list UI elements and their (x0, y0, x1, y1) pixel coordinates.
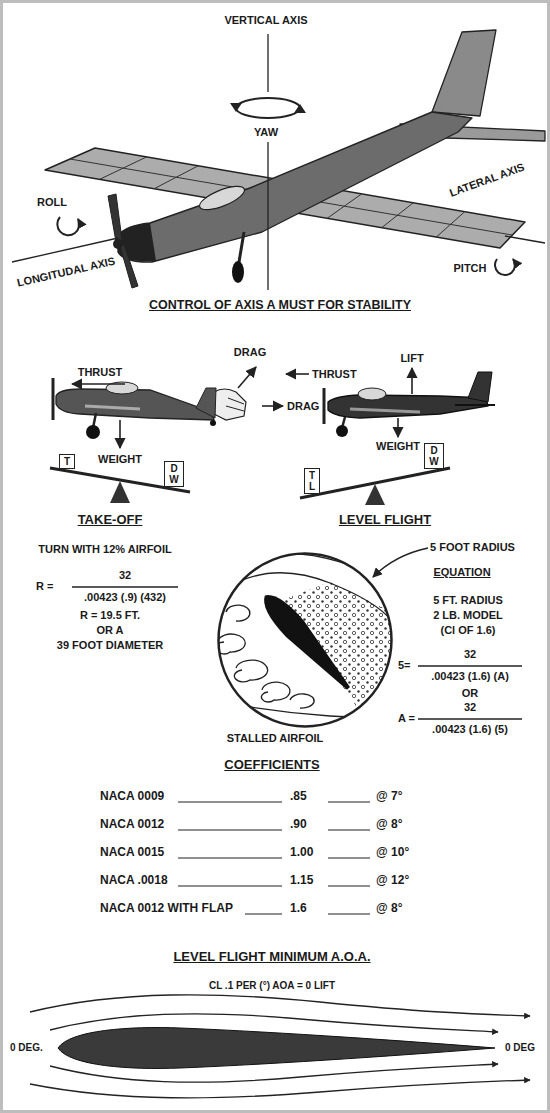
table-cell: NACA 0012 WITH FLAP (100, 902, 233, 916)
force-label: WEIGHT (98, 453, 142, 466)
formula: .00423 (1.6) (A) (431, 670, 509, 683)
stalled-airfoil-circle: STALLED AIRFOIL (217, 552, 393, 728)
table-cell: @ 7° (376, 790, 403, 804)
angle-label: 0 DEG. (10, 1042, 43, 1054)
section-heading: EQUATION (433, 566, 490, 579)
yaw-arrowhead (294, 104, 306, 113)
table-cell: NACA 0009 (100, 790, 164, 804)
takeoff-plane (53, 378, 246, 439)
section-heading: COEFFICIENTS (224, 758, 319, 773)
note: TURN WITH 12% AIRFOIL (38, 543, 171, 556)
weight-box: DW (164, 461, 183, 487)
force-label: LIFT (400, 352, 423, 365)
table-cell: 1.15 (290, 874, 313, 888)
force-letter: W (429, 456, 438, 467)
table-cell: NACA .0018 (100, 874, 168, 888)
note: OR A (96, 624, 123, 637)
formula: R = 19.5 FT. (80, 609, 140, 622)
force-letter: L (309, 481, 315, 492)
level-plane (324, 372, 495, 437)
force-label: DRAG (287, 400, 319, 413)
force-label: WEIGHT (376, 440, 420, 453)
formula: A = (398, 712, 415, 725)
weight-box: TL (304, 468, 320, 494)
table-cell: 1.00 (290, 846, 313, 860)
table-cell: @ 10° (376, 846, 409, 860)
section-heading: TAKE-OFF (78, 513, 143, 528)
force-label: DRAG (234, 346, 266, 359)
yaw-arrowhead (230, 103, 242, 112)
axis-label: YAW (254, 126, 278, 139)
force-label: THRUST (78, 366, 123, 379)
formula: 32 (464, 701, 476, 714)
circle-outline (217, 552, 393, 728)
axis-label: ROLL (37, 196, 67, 209)
table-cell: @ 8° (376, 818, 403, 832)
angle-label: 0 DEG (505, 1042, 535, 1054)
section-heading: LEVEL FLIGHT (339, 513, 431, 528)
section-heading: LEVEL FLIGHT MINIMUM A.O.A. (173, 950, 370, 965)
axis-label: PITCH (454, 262, 487, 275)
radius-leader (373, 548, 428, 577)
force-letter: D (429, 445, 438, 456)
seesaw (50, 468, 450, 505)
airplane-3d (45, 30, 545, 288)
symmetric-airfoil (30, 995, 530, 1098)
table-cell: NACA 0015 (100, 846, 164, 860)
note: 39 FOOT DIAMETER (57, 639, 163, 652)
table-leader (178, 802, 370, 914)
circle-outline (219, 554, 392, 727)
force-letter: D (169, 463, 178, 474)
callout: 5 FOOT RADIUS (430, 541, 515, 554)
section-heading: CONTROL OF AXIS A MUST FOR STABILITY (149, 298, 411, 312)
table-cell: .90 (290, 818, 307, 832)
table-cell: NACA 0012 (100, 818, 164, 832)
force-letter: T (309, 470, 315, 481)
axis-label: VERTICAL AXIS (224, 14, 307, 27)
note: 5 FT. RADIUS (433, 594, 503, 607)
formula: 5= (398, 659, 411, 672)
formula: 32 (119, 569, 131, 582)
force-arrows (72, 367, 412, 448)
table-cell: .85 (290, 790, 307, 804)
axis-label: LONGITUDAL AXIS (16, 255, 117, 290)
formula: OR (462, 687, 479, 700)
force-letter: T (64, 456, 70, 467)
caption: STALLED AIRFOIL (227, 732, 324, 744)
formula: .00423 (1.6) (5) (432, 723, 508, 736)
axis-lines (12, 34, 545, 290)
table-cell: 1.6 (290, 902, 307, 916)
note: CL .1 PER (°) AOA = 0 LIFT (209, 980, 335, 992)
force-letter: W (169, 474, 178, 485)
table-cell: @ 8° (376, 902, 403, 916)
weight-box: DW (424, 443, 443, 469)
formula: .00423 (.9) (432) (84, 591, 166, 604)
note: 2 LB. MODEL (433, 609, 503, 622)
axis-label: LATERAL AXIS (448, 161, 526, 200)
weight-box: T (59, 454, 75, 469)
note: (Cl OF 1.6) (440, 624, 495, 637)
force-label: THRUST (312, 368, 357, 381)
fraction-bar (72, 587, 522, 719)
table-cell: @ 12° (376, 874, 409, 888)
formula: 32 (464, 648, 476, 661)
formula: R = (36, 580, 53, 593)
